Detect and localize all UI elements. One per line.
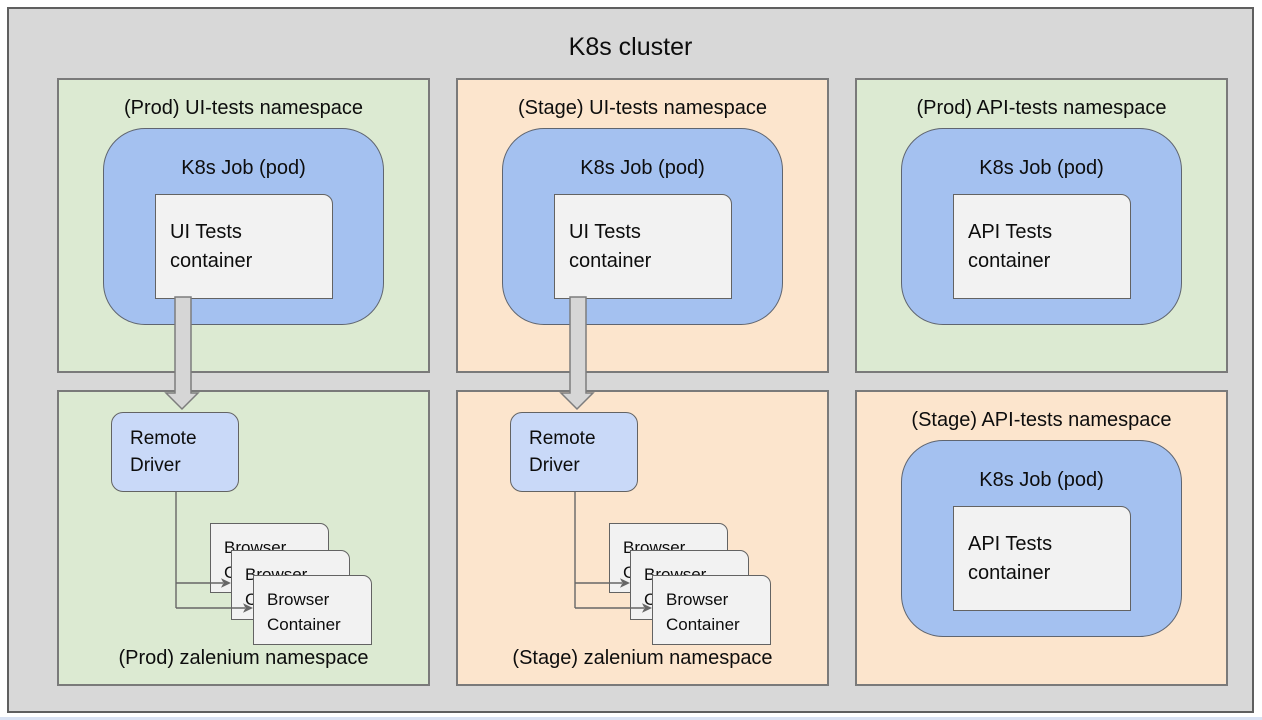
panel-title: (Prod) API-tests namespace bbox=[916, 97, 1167, 119]
ui-tests-container-label: UI Tests container bbox=[569, 220, 652, 272]
panel-stage-ui-tests-namespace: (Stage) UI-tests namespace K8s Job (pod)… bbox=[456, 78, 829, 373]
panel-title: (Stage) zalenium namespace bbox=[512, 647, 773, 669]
ui-tests-container-label: UI Tests container bbox=[170, 220, 253, 272]
browser-container-label: Browser Container bbox=[267, 590, 341, 634]
panel-stage-api-tests-namespace: (Stage) API-tests namespace K8s Job (pod… bbox=[855, 390, 1228, 686]
browser-container-label: Browser Container bbox=[666, 590, 740, 634]
ui-tests-container-box: UI Tests container bbox=[554, 194, 732, 299]
api-tests-container-box: API Tests container bbox=[953, 194, 1131, 299]
stage-ui-tests-to-remote-driver-arrow bbox=[559, 296, 595, 411]
api-tests-container-label: API Tests container bbox=[968, 220, 1053, 272]
k8s-job-pod-label: K8s Job (pod) bbox=[181, 157, 306, 179]
panel-title: (Prod) UI-tests namespace bbox=[124, 97, 363, 119]
remote-driver-label: Remote Driver bbox=[529, 428, 596, 476]
browser-container-box: Browser Container bbox=[253, 575, 372, 645]
api-tests-container-box: API Tests container bbox=[953, 506, 1131, 611]
k8s-job-pod-box: K8s Job (pod) UI Tests container bbox=[502, 128, 783, 325]
window-bottom-edge bbox=[0, 717, 1262, 720]
cluster-title: K8s cluster bbox=[568, 33, 693, 61]
k8s-job-pod-box: K8s Job (pod) API Tests container bbox=[901, 128, 1182, 325]
panel-prod-zalenium-namespace: Remote Driver Browser Container Browser … bbox=[57, 390, 430, 686]
k8s-job-pod-box: K8s Job (pod) API Tests container bbox=[901, 440, 1182, 637]
panel-title: (Stage) UI-tests namespace bbox=[518, 97, 767, 119]
browser-container-box: Browser Container bbox=[652, 575, 771, 645]
panel-stage-zalenium-namespace: Remote Driver Browser Container Browser … bbox=[456, 390, 829, 686]
remote-driver-label: Remote Driver bbox=[130, 428, 197, 476]
panel-prod-api-tests-namespace: (Prod) API-tests namespace K8s Job (pod)… bbox=[855, 78, 1228, 373]
k8s-job-pod-label: K8s Job (pod) bbox=[580, 157, 705, 179]
prod-ui-tests-to-remote-driver-arrow bbox=[164, 296, 200, 411]
api-tests-container-label: API Tests container bbox=[968, 532, 1053, 584]
k8s-job-pod-box: K8s Job (pod) UI Tests container bbox=[103, 128, 384, 325]
remote-driver-box: Remote Driver bbox=[510, 412, 638, 492]
panel-prod-ui-tests-namespace: (Prod) UI-tests namespace K8s Job (pod) … bbox=[57, 78, 430, 373]
remote-driver-box: Remote Driver bbox=[111, 412, 239, 492]
panel-title: (Prod) zalenium namespace bbox=[118, 647, 369, 669]
ui-tests-container-box: UI Tests container bbox=[155, 194, 333, 299]
panel-title: (Stage) API-tests namespace bbox=[911, 409, 1172, 431]
k8s-job-pod-label: K8s Job (pod) bbox=[979, 157, 1104, 179]
k8s-job-pod-label: K8s Job (pod) bbox=[979, 469, 1104, 491]
